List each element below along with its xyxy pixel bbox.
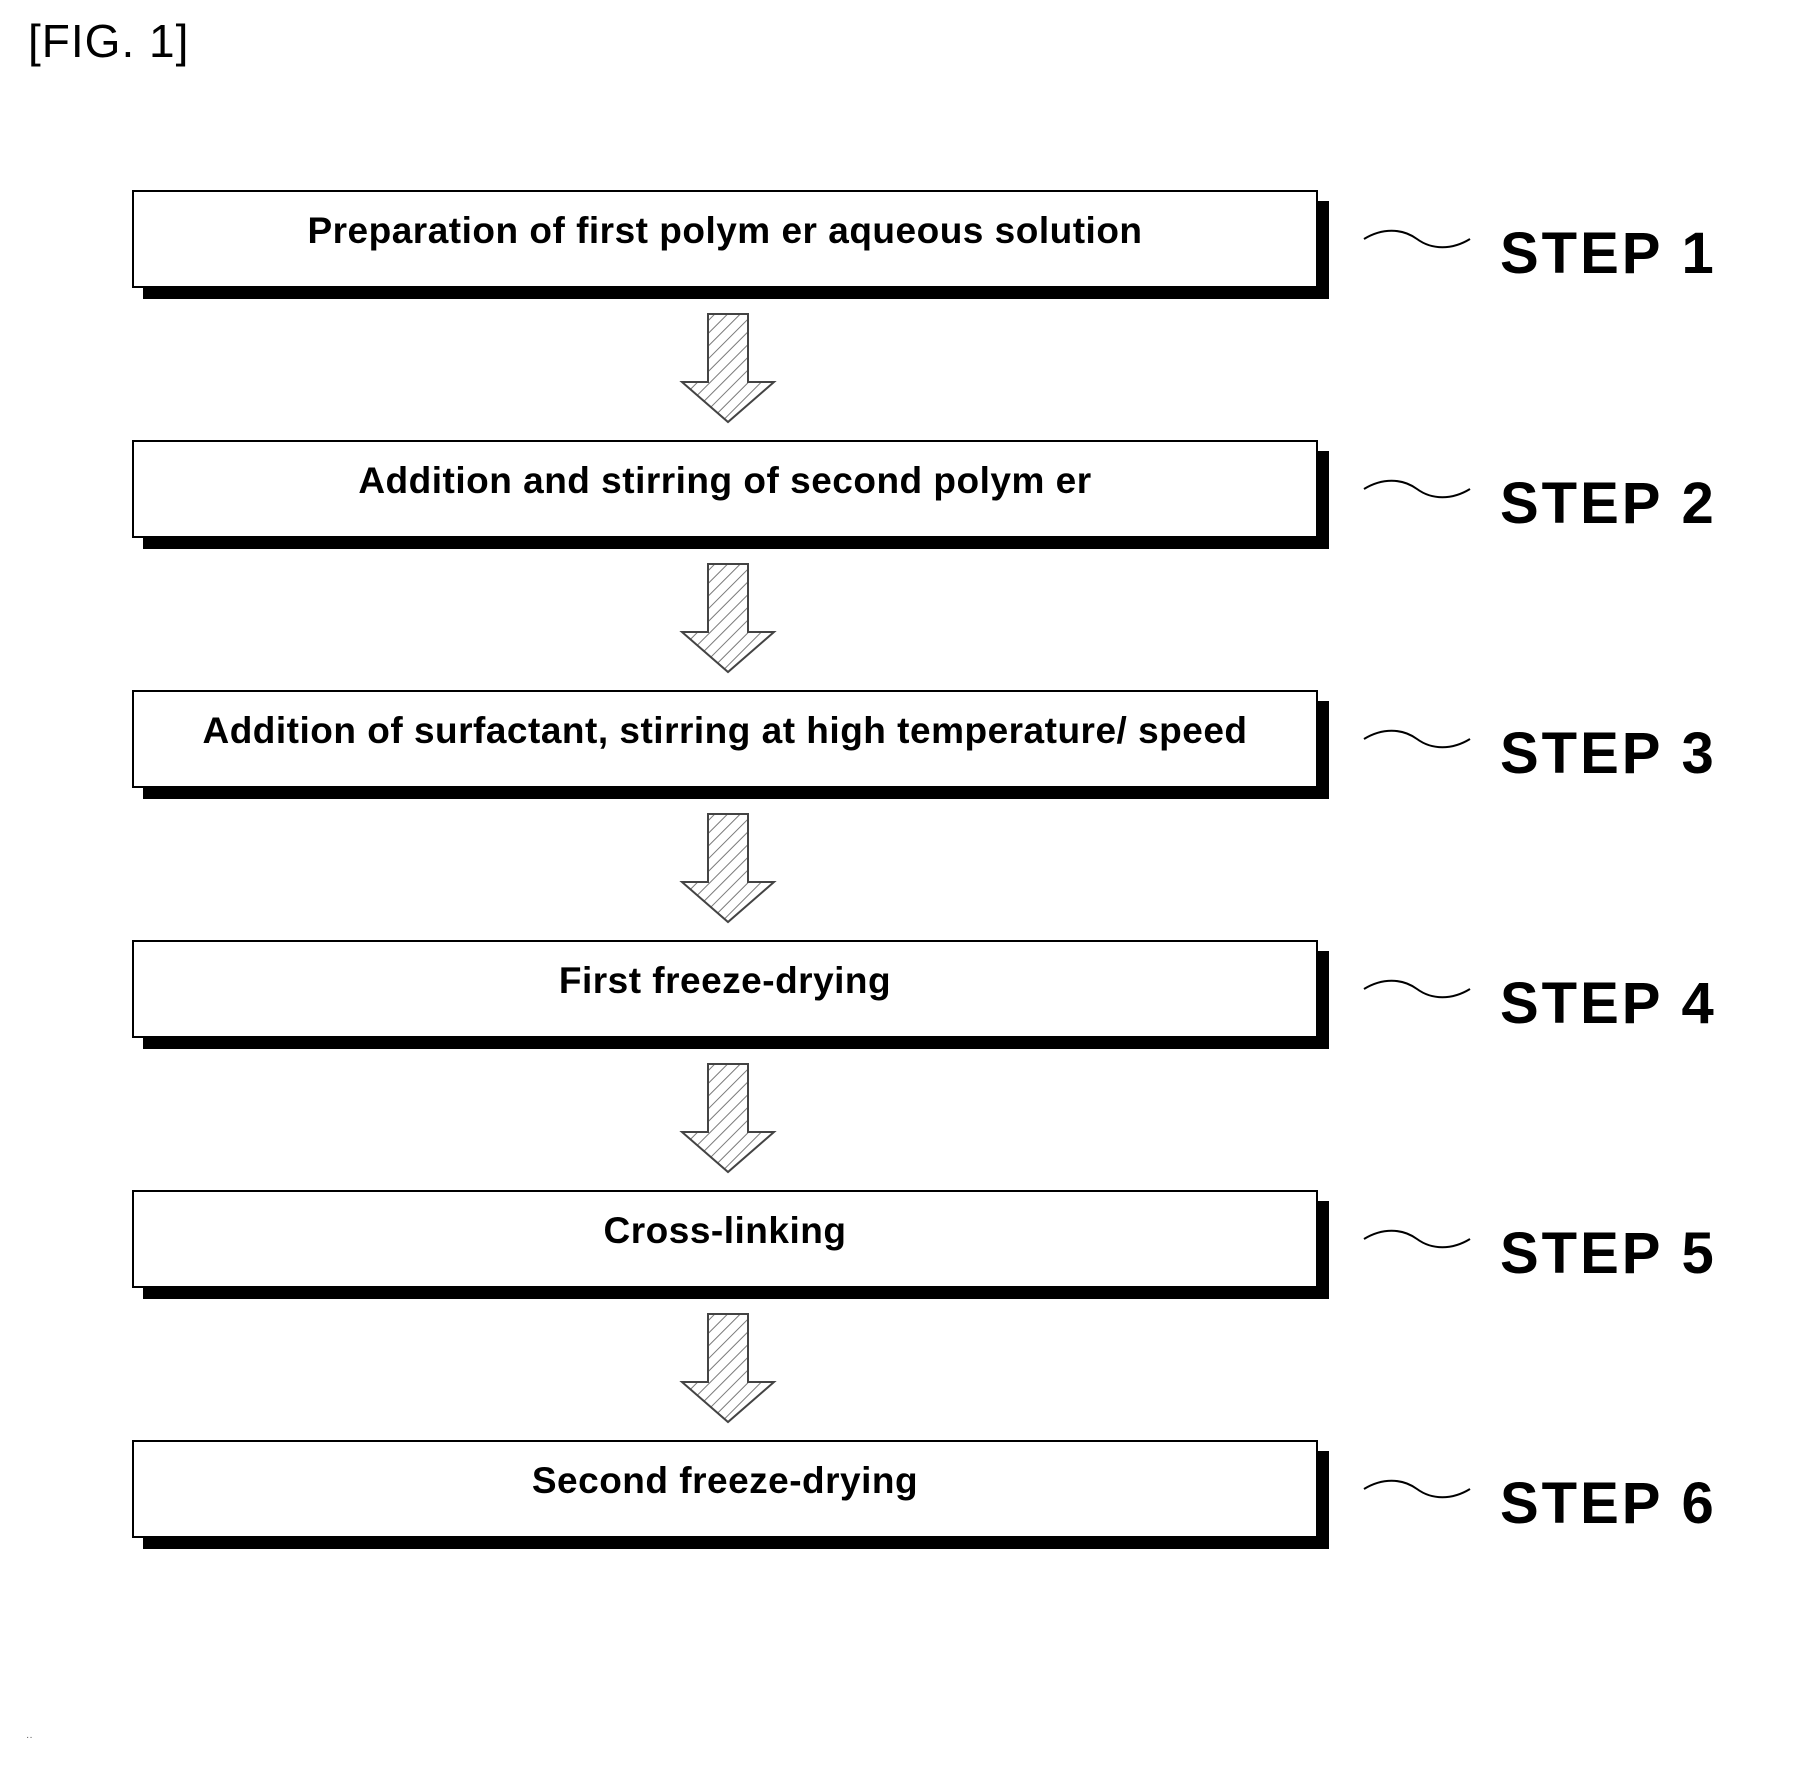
step-tag-6: STEP 6 <box>1500 1470 1717 1537</box>
step-row-2: Addition and stirring of second polym er… <box>0 440 1813 550</box>
step-row-6: Second freeze-drying STEP 6 <box>0 1440 1813 1550</box>
step-tag-1: STEP 1 <box>1500 220 1717 287</box>
down-arrow-icon <box>678 1312 778 1424</box>
step-row-4: First freeze-drying STEP 4 <box>0 940 1813 1050</box>
step-tag-2: STEP 2 <box>1500 470 1717 537</box>
step-box-6: Second freeze-drying <box>132 1440 1318 1538</box>
step-box-3: Addition of surfactant, stirring at high… <box>132 690 1318 788</box>
step-text-4: First freeze-drying <box>134 960 1316 1002</box>
step-box-2: Addition and stirring of second polym er <box>132 440 1318 538</box>
tilde-connector-icon <box>1362 1474 1472 1504</box>
down-arrow-icon <box>678 812 778 924</box>
step-box-1: Preparation of first polym er aqueous so… <box>132 190 1318 288</box>
figure-label: [FIG. 1] <box>28 14 189 68</box>
step-box-4: First freeze-drying <box>132 940 1318 1038</box>
tilde-connector-icon <box>1362 1224 1472 1254</box>
down-arrow-icon <box>678 562 778 674</box>
tilde-connector-icon <box>1362 224 1472 254</box>
step-text-2: Addition and stirring of second polym er <box>134 460 1316 502</box>
step-text-6: Second freeze-drying <box>134 1460 1316 1502</box>
scan-speck: ·· <box>26 1732 33 1743</box>
step-text-1: Preparation of first polym er aqueous so… <box>134 210 1316 252</box>
step-tag-5: STEP 5 <box>1500 1220 1717 1287</box>
step-row-1: Preparation of first polym er aqueous so… <box>0 190 1813 300</box>
tilde-connector-icon <box>1362 974 1472 1004</box>
tilde-connector-icon <box>1362 474 1472 504</box>
step-tag-3: STEP 3 <box>1500 720 1717 787</box>
step-text-5: Cross-linking <box>134 1210 1316 1252</box>
step-text-3: Addition of surfactant, stirring at high… <box>134 710 1316 752</box>
step-row-3: Addition of surfactant, stirring at high… <box>0 690 1813 800</box>
step-row-5: Cross-linking STEP 5 <box>0 1190 1813 1300</box>
step-box-5: Cross-linking <box>132 1190 1318 1288</box>
step-tag-4: STEP 4 <box>1500 970 1717 1037</box>
down-arrow-icon <box>678 1062 778 1174</box>
tilde-connector-icon <box>1362 724 1472 754</box>
down-arrow-icon <box>678 312 778 424</box>
